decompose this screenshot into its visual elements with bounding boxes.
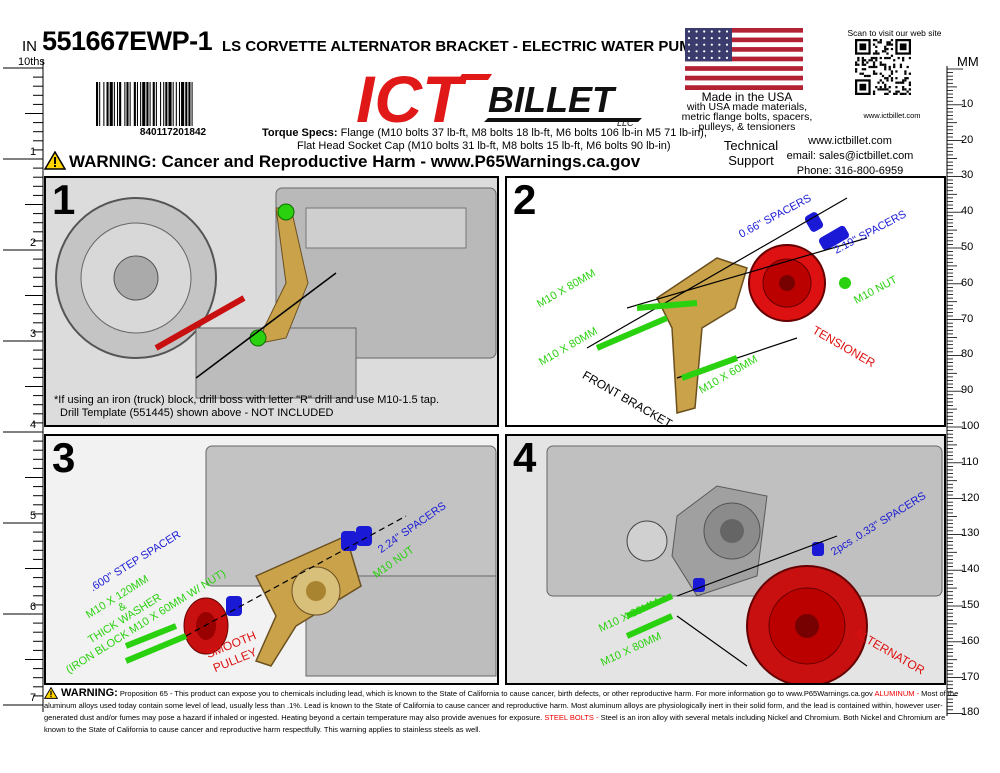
step-panel-2: 2 0.66" SPACERS 2.19" SPACERS M10 X 80MM… bbox=[505, 176, 946, 427]
drill-note-line1: *If using an iron (truck) block, drill b… bbox=[54, 394, 440, 406]
ruler-mm-label: 70 bbox=[961, 312, 974, 325]
step-panel-1: 1 *If using an iron (truck) block, drill… bbox=[44, 176, 499, 427]
aluminum-text: Most of the aluminum alloys used today c… bbox=[44, 689, 959, 722]
ruler-mm bbox=[946, 66, 990, 716]
logo-billet: BILLET bbox=[488, 79, 617, 120]
ruler-mm-label: 90 bbox=[961, 384, 974, 397]
steel-text: Steel is an iron alloy with several meta… bbox=[44, 713, 946, 734]
engine-illustration-4 bbox=[507, 436, 944, 683]
qr-url: www.ictbillet.com bbox=[863, 111, 921, 120]
warning-triangle-icon bbox=[44, 151, 66, 170]
drill-note: *If using an iron (truck) block, drill b… bbox=[54, 394, 439, 420]
warning-text: WARNING: Cancer and Reproductive Harm - … bbox=[69, 152, 641, 171]
engine-illustration-3 bbox=[46, 436, 497, 683]
tech-line: Support bbox=[728, 153, 774, 168]
ruler-mm-label: 150 bbox=[961, 599, 980, 611]
contact-info: www.ictbillet.com email: sales@ictbillet… bbox=[780, 134, 920, 179]
made-sub-line: with USA made materials, bbox=[686, 101, 808, 113]
logo-ict: ICT bbox=[356, 64, 467, 134]
warning-triangle-small-icon bbox=[44, 687, 58, 699]
ruler-mm-label: 20 bbox=[961, 133, 974, 146]
torque-specs-line1: Torque Specs: Flange (M10 bolts 37 lb-ft… bbox=[262, 127, 707, 139]
prop65-warning: WARNING: Proposition 65 - This product c… bbox=[44, 687, 964, 736]
step-number-1: 1 bbox=[52, 176, 76, 223]
tech-line: Technical bbox=[723, 138, 779, 153]
ruler-mm-label: 140 bbox=[961, 563, 980, 576]
made-sub-line: pulleys, & tensioners bbox=[698, 121, 796, 133]
ruler-mm-label: 40 bbox=[961, 205, 974, 218]
logo-llc: LLC bbox=[617, 118, 634, 128]
tech-support-label: Technical Support bbox=[712, 138, 790, 168]
ruler-mm-label: 170 bbox=[961, 670, 980, 683]
ruler-in-label: 4 bbox=[30, 419, 37, 431]
ruler-in-sub: 10ths bbox=[18, 56, 45, 68]
aluminum-label: ALUMINUM - bbox=[874, 689, 920, 698]
ruler-mm-label: 60 bbox=[961, 276, 974, 289]
warning-heading: WARNING: Cancer and Reproductive Harm - … bbox=[44, 151, 640, 172]
step-panel-4: 4 2pcs .0.33" SPACERS M10 X 80MM M10 X 8… bbox=[505, 434, 946, 685]
prop65-text: Proposition 65 - This product can expose… bbox=[119, 689, 873, 698]
step-number-4: 4 bbox=[513, 434, 537, 481]
steel-label: STEEL BOLTS - bbox=[544, 713, 599, 722]
contact-website[interactable]: www.ictbillet.com bbox=[808, 135, 892, 147]
ruler-mm-label: 100 bbox=[961, 420, 980, 432]
contact-phone[interactable]: Phone: 316-800-6959 bbox=[796, 165, 904, 177]
ruler-mm-label: 130 bbox=[961, 527, 980, 540]
made-sub-line: metric flange bolts, spacers, bbox=[681, 111, 813, 123]
part-number: 551667EWP-1 bbox=[42, 26, 213, 56]
ruler-mm-label: 120 bbox=[961, 491, 980, 504]
ruler-mm-label: 160 bbox=[961, 634, 980, 647]
ruler-in-label: 5 bbox=[30, 510, 37, 522]
ruler-mm-label: 30 bbox=[961, 169, 974, 182]
made-in-usa: Made in the USA bbox=[701, 90, 793, 104]
barcode-number: 840117201842 bbox=[139, 127, 207, 138]
warning-label: WARNING: bbox=[61, 687, 118, 699]
ruler-mm-label: 50 bbox=[961, 241, 974, 253]
product-title: LS CORVETTE ALTERNATOR BRACKET - ELECTRI… bbox=[222, 38, 685, 55]
torque-flange: Flange (M10 bolts 37 lb-ft, M8 bolts 18 … bbox=[340, 127, 707, 139]
scan-text: Scan to visit our web site bbox=[847, 28, 942, 38]
ruler-mm-unit: MM bbox=[957, 54, 979, 69]
ruler-mm-label: 180 bbox=[961, 706, 980, 719]
torque-specs-line2: Flat Head Socket Cap (M10 bolts 31 lb-ft… bbox=[297, 140, 671, 152]
ruler-mm-label: 10 bbox=[961, 97, 974, 110]
made-in-usa-details: with USA made materials, metric flange b… bbox=[672, 101, 822, 133]
step-number-2: 2 bbox=[513, 176, 537, 223]
ict-billet-logo: ICT BILLET LLC bbox=[356, 64, 642, 134]
ruler-mm-label: 110 bbox=[961, 455, 979, 468]
ruler-in-label: 2 bbox=[30, 237, 37, 249]
ruler-in-label: 7 bbox=[30, 692, 37, 704]
step-panel-3: 3 .600" STEP SPACER 2.24" SPACERS M10 NU… bbox=[44, 434, 499, 685]
ruler-mm-label: 80 bbox=[961, 348, 974, 361]
ruler-in-label: 6 bbox=[30, 601, 37, 613]
ruler-in-label: 1 bbox=[30, 146, 37, 158]
engine-illustration-1 bbox=[46, 178, 497, 425]
usa-flag-icon bbox=[685, 28, 803, 90]
drill-note-line2: Drill Template (551445) shown above - NO… bbox=[60, 407, 334, 419]
bracket-illustration-2 bbox=[586, 197, 868, 414]
contact-email[interactable]: email: sales@ictbillet.com bbox=[786, 150, 914, 162]
step-number-3: 3 bbox=[52, 434, 76, 481]
torque-label: Torque Specs: bbox=[262, 127, 338, 139]
ruler-in-unit: IN bbox=[22, 38, 37, 55]
ruler-in-label: 3 bbox=[30, 328, 37, 340]
barcode bbox=[96, 82, 193, 126]
qr-code-icon[interactable] bbox=[855, 39, 911, 95]
ruler-inches bbox=[0, 60, 44, 712]
